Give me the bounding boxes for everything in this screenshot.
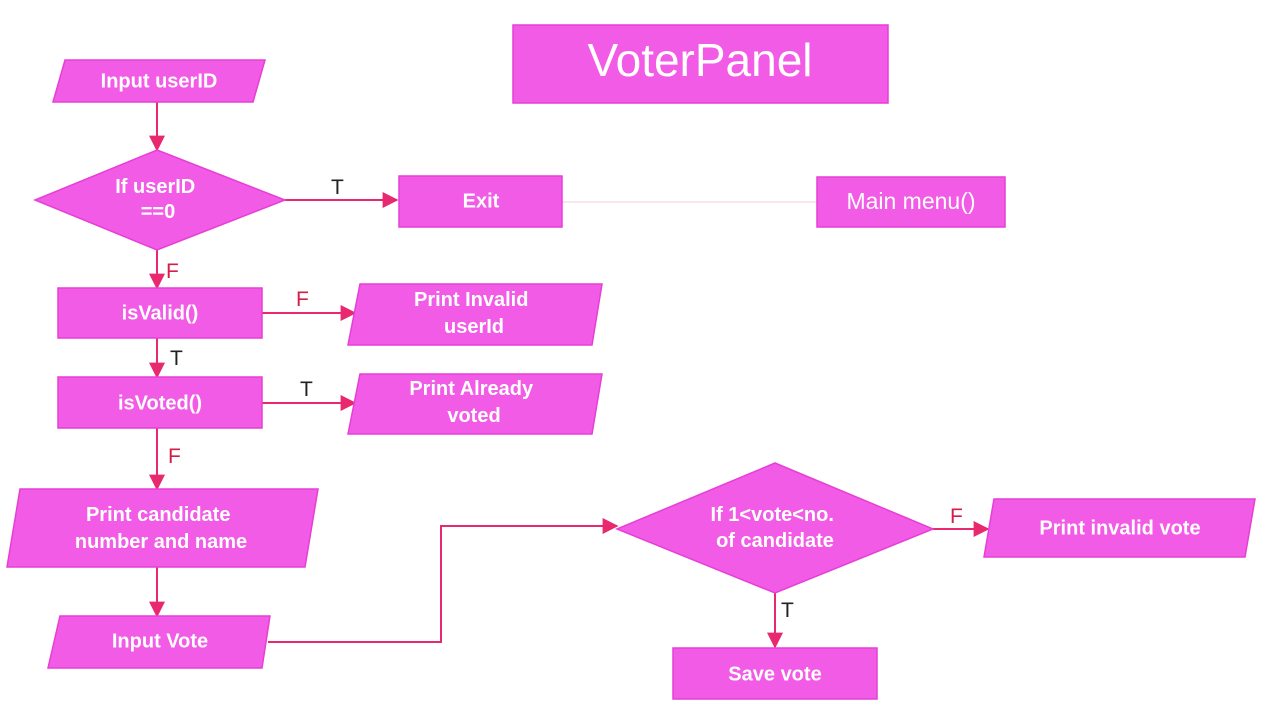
node-label-line: Print candidate — [86, 504, 230, 526]
node-label: Save vote — [728, 663, 821, 685]
node-label-line: Print Already — [409, 378, 534, 400]
edge-input-vote-to-if-vote — [268, 518, 619, 643]
node-is-voted: isVoted() — [57, 376, 263, 429]
node-exit: Exit — [398, 175, 563, 228]
node-label-line: Print Invalid — [414, 289, 528, 311]
edge-label-voted-false: F — [168, 445, 181, 468]
node-is-valid: isValid() — [57, 287, 263, 339]
node-print-candidates: Print candidate number and name — [6, 488, 319, 568]
node-input-vote: Input Vote — [47, 615, 271, 669]
node-label: If 1<vote<no. of candidate — [711, 504, 840, 552]
node-if-userid-zero: If userID ==0 — [33, 149, 288, 251]
node-label-line: ==0 — [141, 201, 175, 223]
node-print-already-voted: Print Already voted — [347, 373, 603, 435]
node-label: If userID ==0 — [115, 176, 201, 223]
node-label-line: If 1<vote<no. — [711, 504, 834, 526]
node-main-menu: Main menu() — [816, 176, 1006, 228]
node-label-line: voted — [447, 405, 500, 427]
node-print-invalid-userid: Print Invalid userId — [347, 283, 603, 346]
edge-label-valid-false: F — [296, 288, 309, 311]
node-label: Print candidate number and name — [75, 504, 247, 553]
node-label-line: If userID — [115, 176, 195, 198]
edge-label-valid-true: T — [170, 347, 183, 370]
edge-label-userid-true: T — [331, 176, 344, 199]
node-label: Print invalid vote — [1039, 517, 1200, 539]
node-save-vote: Save vote — [672, 647, 878, 700]
title-box: VoterPanel — [512, 24, 889, 104]
node-label: Input Vote — [112, 630, 208, 652]
node-label-line: of candidate — [716, 530, 834, 552]
node-label: Main menu() — [846, 188, 975, 214]
node-label: Print Invalid userId — [414, 289, 534, 338]
node-label: isVoted() — [118, 392, 202, 414]
node-label: isValid() — [122, 302, 199, 324]
edge-label-vote-true: T — [781, 599, 794, 622]
edge-labels: T F F T T F F T — [166, 176, 963, 622]
node-label: Input userID — [101, 70, 218, 92]
node-if-vote-range: If 1<vote<no. of candidate — [615, 462, 935, 594]
edges — [149, 102, 990, 649]
title-text: VoterPanel — [587, 34, 812, 86]
node-label-line: userId — [444, 316, 504, 338]
node-input-userid: Input userID — [52, 59, 266, 103]
edge-label-userid-false: F — [166, 260, 179, 283]
edge-label-voted-true: T — [300, 378, 313, 401]
node-print-invalid-vote: Print invalid vote — [983, 498, 1256, 558]
edge-label-vote-false: F — [950, 505, 963, 528]
node-label: Exit — [463, 190, 500, 212]
node-label: Print Already voted — [409, 378, 538, 427]
node-label-line: number and name — [75, 531, 247, 553]
